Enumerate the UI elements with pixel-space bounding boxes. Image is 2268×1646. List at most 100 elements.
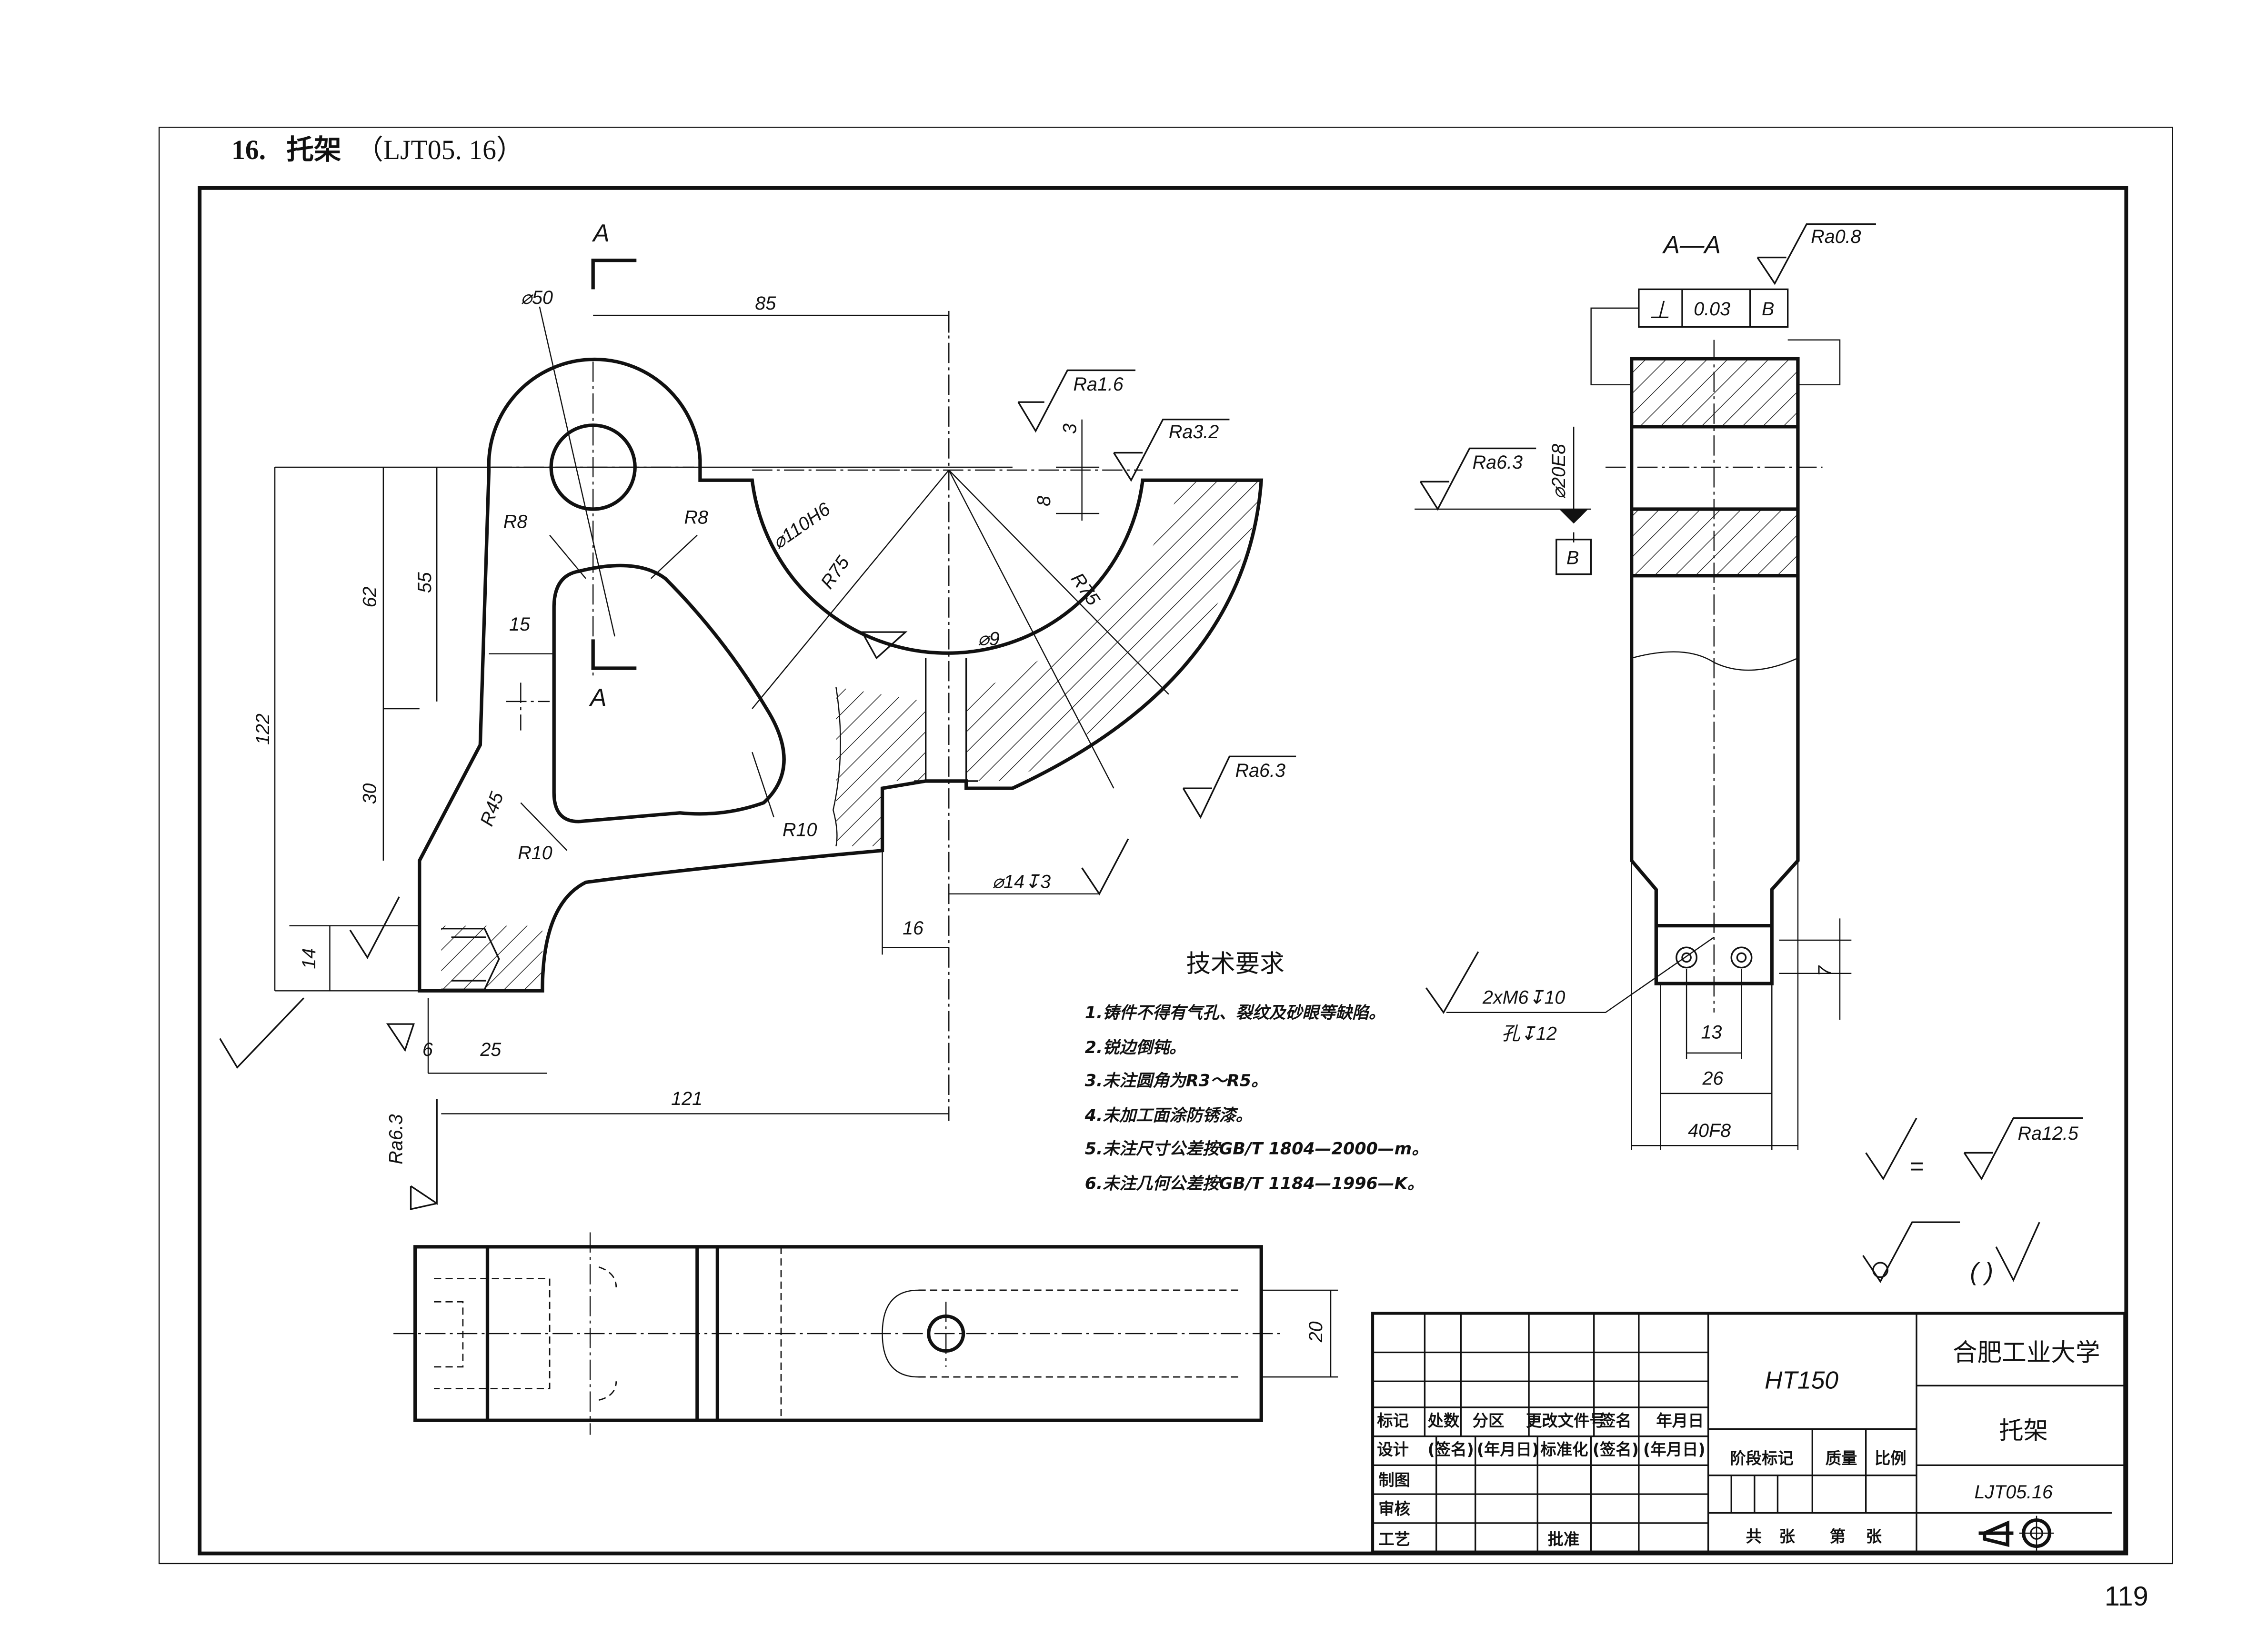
dim-14: 14 xyxy=(299,948,320,969)
svg-text:(年月日): (年月日) xyxy=(1643,1440,1706,1459)
dim-3: 3 xyxy=(1060,423,1081,434)
svg-text:6.未注几何公差按GB/T 1184—1996—K。: 6.未注几何公差按GB/T 1184—1996—K。 xyxy=(1085,1174,1424,1193)
dim-r75-right: R75 xyxy=(1067,569,1104,610)
bottom-view: 20 xyxy=(393,1232,1338,1435)
hole-note: 孔↧12 xyxy=(1501,1024,1556,1044)
svg-text:(签名): (签名) xyxy=(1427,1440,1474,1459)
section-view: A—A Ra0.8 ⊥ 0.03 B B Ra6.3 ⌀20E8 2xM6↧10… xyxy=(1415,223,1876,1150)
section-title: A—A xyxy=(1662,231,1721,258)
counterbore xyxy=(881,780,978,851)
dim-phi9: ⌀9 xyxy=(978,628,1000,649)
hole-phi9 xyxy=(925,658,967,781)
dim-8: 8 xyxy=(1034,496,1054,506)
section-hatch-mid xyxy=(836,687,926,846)
section-hatch-right xyxy=(966,480,1262,781)
dim-r10-right: R10 xyxy=(783,819,817,840)
svg-text:制图: 制图 xyxy=(1378,1471,1410,1489)
svg-text:更改文件号: 更改文件号 xyxy=(1526,1411,1606,1430)
outer-frame xyxy=(158,127,2173,1565)
section-arrow-top xyxy=(591,258,637,290)
roughness-ra6-3-bottom: Ra6.3 xyxy=(385,1114,406,1164)
datum-b: B xyxy=(1566,547,1579,568)
svg-text:质量: 质量 xyxy=(1826,1449,1857,1467)
svg-text:年月日: 年月日 xyxy=(1656,1411,1704,1430)
surface-notes: = Ra12.5 ( ) xyxy=(1862,1117,2083,1285)
section-mark-bottom: A xyxy=(589,683,606,711)
roughness-ra0-8: Ra0.8 xyxy=(1811,226,1861,247)
svg-text:1.铸件不得有气孔、裂纹及砂眼等缺陷。: 1.铸件不得有气孔、裂纹及砂眼等缺陷。 xyxy=(1085,1004,1385,1023)
svg-text:阶段标记: 阶段标记 xyxy=(1730,1449,1794,1467)
svg-text:第: 第 xyxy=(1830,1527,1846,1546)
dim-7: 7 xyxy=(1815,965,1836,976)
svg-text:3.未注圆角为R3～R5。: 3.未注圆角为R3～R5。 xyxy=(1085,1072,1268,1091)
roughness-ra1-6: Ra1.6 xyxy=(1073,374,1123,395)
dim-122: 122 xyxy=(252,713,273,745)
dim-26: 26 xyxy=(1702,1068,1724,1089)
dim-121: 121 xyxy=(671,1088,702,1109)
dim-30: 30 xyxy=(360,783,381,804)
dim-16: 16 xyxy=(903,918,923,939)
heading-title: 托架 xyxy=(286,135,341,165)
dim-phi14-depth3: ⌀14↧3 xyxy=(992,872,1051,893)
svg-text:处数: 处数 xyxy=(1427,1411,1459,1430)
svg-text:(年月日): (年月日) xyxy=(1477,1440,1539,1459)
dim-25: 25 xyxy=(480,1039,502,1060)
svg-text:分区: 分区 xyxy=(1473,1411,1505,1430)
heading-number: 16. xyxy=(231,135,266,165)
dim-r45: R45 xyxy=(476,789,508,829)
dim-r75-left: R75 xyxy=(817,552,854,592)
section-hatch-screw xyxy=(441,925,542,991)
dim-40f8: 40F8 xyxy=(1688,1120,1731,1141)
svg-text:张: 张 xyxy=(1779,1527,1795,1546)
tech-title: 技术要求 xyxy=(1186,950,1284,978)
svg-text:=: = xyxy=(1909,1152,1924,1180)
dim-62: 62 xyxy=(360,587,381,608)
part-name: 托架 xyxy=(1999,1417,2048,1445)
page-number: 119 xyxy=(2105,1581,2148,1612)
svg-text:工艺: 工艺 xyxy=(1378,1530,1410,1548)
bore-phi20e8: ⌀20E8 xyxy=(1548,444,1569,499)
dim-phi50: ⌀50 xyxy=(521,287,553,308)
school-name: 合肥工业大学 xyxy=(1953,1339,2100,1367)
svg-text:审核: 审核 xyxy=(1378,1500,1410,1518)
svg-text:0.03: 0.03 xyxy=(1694,299,1730,320)
svg-text:Ra12.5: Ra12.5 xyxy=(2018,1123,2079,1144)
material: HT150 xyxy=(1765,1366,1838,1394)
svg-text:标记: 标记 xyxy=(1377,1411,1409,1430)
roughness-ra6-3: Ra6.3 xyxy=(1235,760,1285,781)
svg-text:⊥: ⊥ xyxy=(1649,296,1670,323)
heading-code: （LJT05. 16） xyxy=(356,135,524,165)
svg-text:4.未加工面涂防锈漆。: 4.未加工面涂防锈漆。 xyxy=(1084,1106,1253,1125)
section-mark-top: A xyxy=(592,219,609,247)
dim-r8-right: R8 xyxy=(684,507,709,528)
front-view: A A ⌀50 85 R8 R8 ⌀110H6 R75 R75 3 8 62 5… xyxy=(219,219,1296,1210)
svg-text:签名: 签名 xyxy=(1600,1411,1632,1430)
section-arrow-bottom xyxy=(591,639,637,670)
projection-symbol-icon xyxy=(1978,1516,2054,1551)
svg-text:2.锐边倒钝。: 2.锐边倒钝。 xyxy=(1085,1038,1186,1057)
dim-85: 85 xyxy=(755,293,776,314)
roughness-ra3-2: Ra3.2 xyxy=(1169,422,1219,442)
dim-r8-left: R8 xyxy=(503,511,528,532)
tapped-hole xyxy=(441,928,500,990)
part-outline xyxy=(418,357,1264,993)
tech-requirements: 技术要求 1.铸件不得有气孔、裂纹及砂眼等缺陷。 2.锐边倒钝。 3.未注圆角为… xyxy=(1084,950,1428,1194)
title-block: 标记 处数 分区 更改文件号 签名 年月日 设计 (签名) (年月日) 标准化 … xyxy=(1371,1312,2127,1554)
dim-15: 15 xyxy=(509,614,531,635)
dim-6: 6 xyxy=(422,1039,433,1060)
roughness-ra6-3-left: Ra6.3 xyxy=(1473,452,1523,473)
dim-phi110h6: ⌀110H6 xyxy=(769,499,834,553)
svg-text:(签名): (签名) xyxy=(1593,1440,1639,1459)
svg-text:标准化: 标准化 xyxy=(1540,1440,1588,1459)
svg-text:设计: 设计 xyxy=(1377,1440,1409,1459)
dim-55: 55 xyxy=(414,572,435,593)
break-line xyxy=(833,687,841,846)
svg-text:比例: 比例 xyxy=(1875,1449,1907,1467)
drawing-number: LJT05.16 xyxy=(1974,1482,2053,1503)
dim-r10-left: R10 xyxy=(518,843,552,863)
thread-note: 2xM6↧10 xyxy=(1482,987,1566,1008)
roughness-symbols xyxy=(219,369,1296,1210)
svg-text:( ): ( ) xyxy=(1970,1258,1993,1285)
svg-text:共: 共 xyxy=(1746,1527,1762,1546)
